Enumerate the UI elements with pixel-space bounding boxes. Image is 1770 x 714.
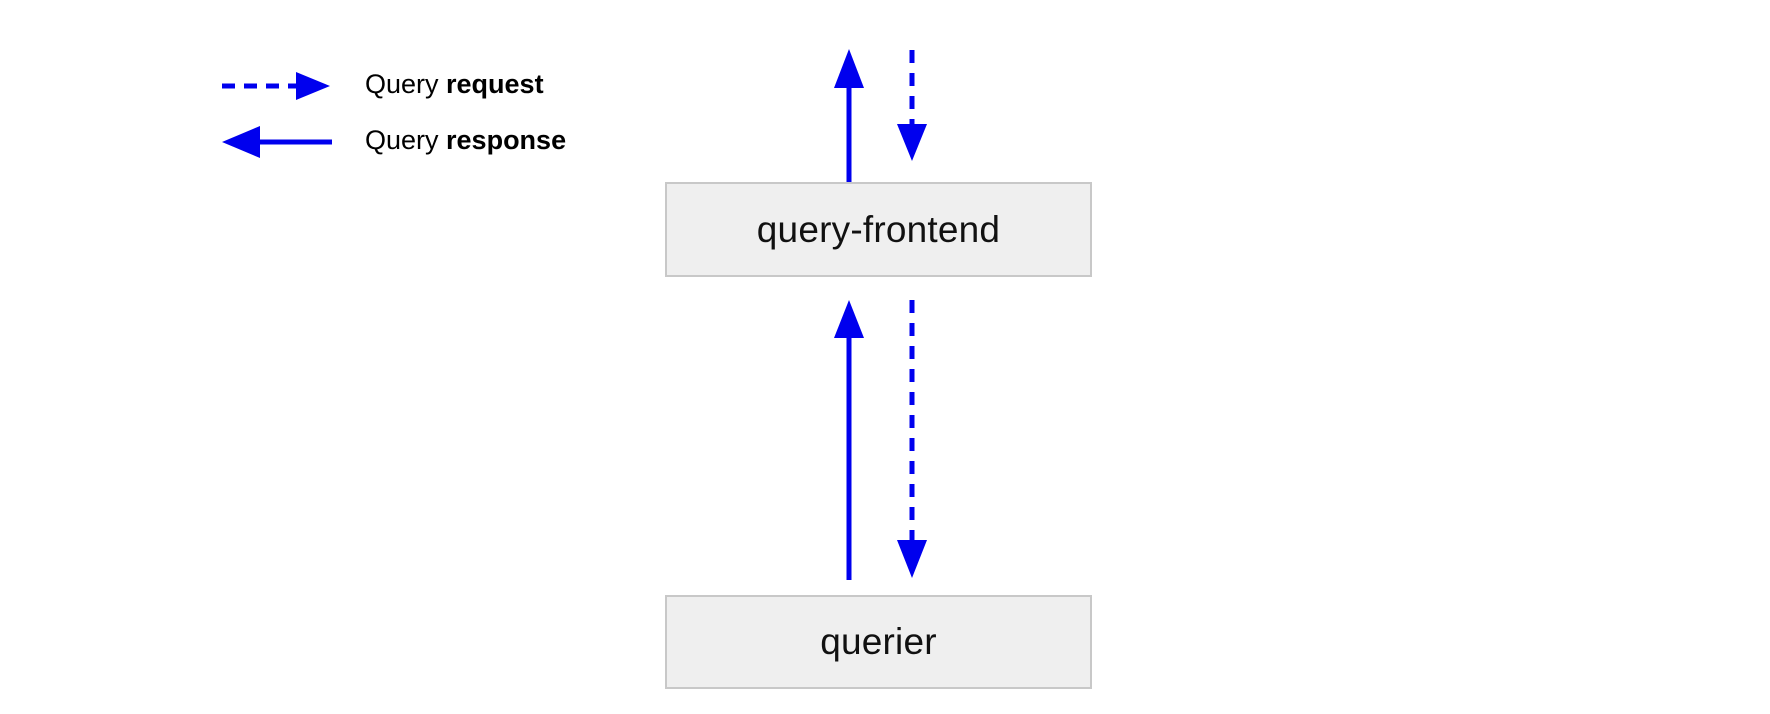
legend-label-prefix: Query	[365, 69, 447, 99]
legend-label-query-request: Query request	[365, 56, 544, 112]
legend-label-prefix: Query	[365, 125, 447, 155]
node-querier[interactable]: querier	[665, 595, 1092, 689]
legend-label-emphasis: response	[446, 125, 567, 155]
legend-label-query-response: Query response	[365, 112, 566, 168]
edge-lower-request	[897, 300, 927, 578]
node-querier-label: querier	[820, 621, 937, 662]
legend: Query request Query response	[222, 56, 642, 168]
legend-item-query-response: Query response	[222, 112, 642, 168]
edge-lower-response	[834, 300, 864, 580]
dashed-arrow-right-icon	[222, 56, 334, 112]
edge-upper-request	[897, 50, 927, 161]
legend-label-emphasis: request	[446, 69, 544, 99]
node-query-frontend[interactable]: query-frontend	[665, 182, 1092, 277]
edge-upper-response	[834, 49, 864, 182]
legend-item-query-request: Query request	[222, 56, 642, 112]
solid-arrow-left-icon	[222, 112, 334, 168]
node-query-frontend-label: query-frontend	[756, 208, 1001, 250]
